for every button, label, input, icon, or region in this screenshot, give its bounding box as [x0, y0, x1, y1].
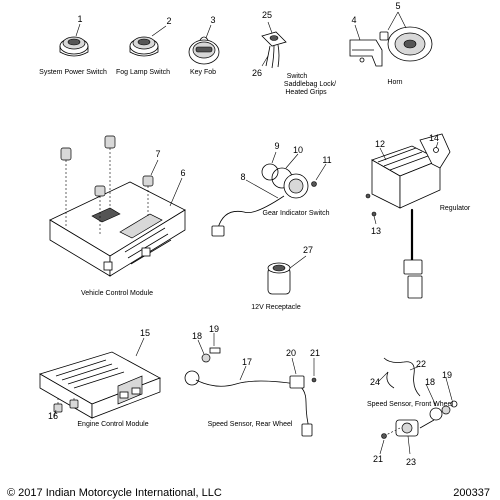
callout-26: 26: [251, 68, 262, 78]
callout-25: 25: [261, 10, 272, 20]
callout-10: 10: [292, 145, 303, 155]
callout-19a: 19: [208, 324, 219, 334]
callout-20: 20: [285, 348, 296, 358]
speed-sensor-rear-drawing: [184, 333, 317, 437]
label-switch: Switch: [286, 73, 308, 80]
callout-22: 22: [415, 359, 426, 369]
key-fob-drawing: [188, 24, 220, 65]
callout-14: 14: [428, 133, 439, 143]
speed-sensor-front-drawing: [377, 357, 458, 455]
callout-11: 11: [322, 155, 332, 165]
callout-6: 6: [180, 168, 186, 178]
horn-drawing: [349, 11, 433, 67]
fog-lamp-switch-drawing: [129, 25, 167, 57]
callout-16: 16: [47, 411, 58, 421]
label-horn: Horn: [387, 79, 403, 86]
drawing-number: 200337: [453, 487, 490, 499]
label-system-power-switch: System Power Switch: [39, 69, 107, 76]
label-key-fob: Key Fob: [189, 69, 217, 76]
callout-24: 24: [369, 377, 380, 387]
saddlebag-switch-drawing: [261, 21, 287, 69]
callout-2: 2: [166, 16, 172, 26]
gear-indicator-switch-drawing: [211, 151, 327, 237]
label-gear-indicator-switch: Gear Indicator Switch: [262, 210, 330, 217]
label-vehicle-control-module: Vehicle Control Module: [81, 290, 153, 297]
callout-18b: 18: [424, 377, 435, 387]
callout-18a: 18: [191, 331, 202, 341]
12v-receptacle-drawing: [267, 255, 307, 295]
label-engine-control-module: Engine Control Module: [77, 421, 149, 428]
callout-19b: 19: [441, 370, 452, 380]
callout-13: 13: [370, 226, 381, 236]
label-regulator: Regulator: [439, 205, 471, 212]
label-12v-receptacle: 12V Receptacle: [251, 304, 301, 311]
callout-27: 27: [302, 245, 313, 255]
callout-1: 1: [77, 14, 83, 24]
label-heated-grips: Heated Grips: [285, 89, 327, 96]
callout-23: 23: [405, 457, 416, 467]
copyright-notice: © 2017 Indian Motorcycle International, …: [7, 487, 222, 499]
callout-7: 7: [155, 149, 161, 159]
engine-control-module-drawing: [39, 337, 161, 419]
callout-21b: 21: [372, 454, 383, 464]
label-speed-sensor-front: Speed Sensor, Front Wheel: [367, 401, 453, 408]
system-power-switch-drawing: [59, 23, 89, 57]
vehicle-control-module-drawing: [49, 135, 186, 277]
callout-21a: 21: [309, 348, 320, 358]
label-fog-lamp-switch: Fog Lamp Switch: [115, 69, 171, 76]
callout-9: 9: [274, 141, 280, 151]
label-saddlebag-lock: Saddlebag Lock/: [283, 81, 337, 88]
label-speed-sensor-rear: Speed Sensor, Rear Wheel: [207, 421, 293, 428]
callout-15: 15: [139, 328, 150, 338]
callout-5: 5: [395, 1, 401, 11]
callout-12: 12: [374, 139, 385, 149]
callout-17: 17: [241, 357, 252, 367]
callout-8: 8: [240, 172, 246, 182]
callout-3: 3: [210, 15, 216, 25]
callout-4: 4: [351, 15, 357, 25]
regulator-drawing: [365, 133, 451, 299]
